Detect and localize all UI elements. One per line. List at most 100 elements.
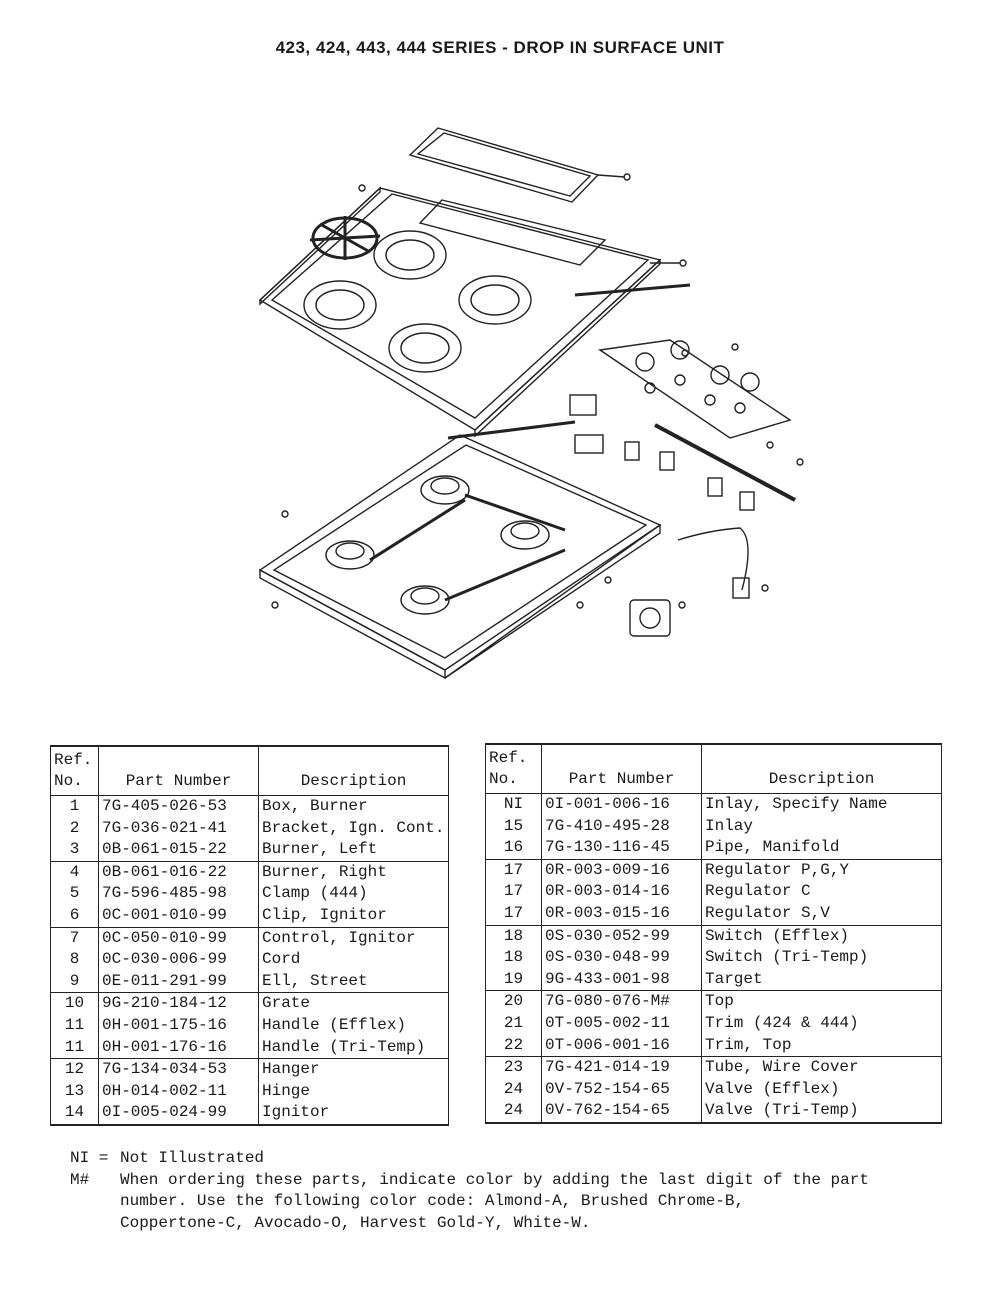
part-number-cell: 0T-005-002-11 [541,1012,702,1035]
description-cell: Burner, Right [258,860,449,884]
description-cell: Clip, Ignitor [258,904,449,928]
ref-cell: 2 [50,817,99,840]
description-cell: Box, Burner [258,795,449,818]
manifold-valves [569,394,796,511]
power-cord [677,527,750,599]
part-number-cell: 7G-130-116-45 [541,837,702,860]
col-description-header: Description [701,743,942,794]
part-number-cell: 0H-014-002-11 [98,1080,259,1103]
part-number-cell: 0R-003-014-16 [541,881,702,903]
col-part-number-header: Part Number [541,743,702,794]
description-cell: Trim (424 & 444) [701,1012,942,1035]
ref-cell: 5 [50,883,99,905]
part-number-cell: 0S-030-052-99 [541,924,702,948]
ref-cell: 1 [50,795,99,818]
description-cell: Hanger [258,1058,449,1081]
description-cell: Pipe, Manifold [701,837,942,860]
description-cell: Inlay [701,815,942,838]
part-number-cell: 0C-001-010-99 [98,904,259,928]
col-description-header: Description [258,745,449,796]
part-number-cell: 7G-134-034-53 [98,1058,259,1081]
part-number-cell: 7G-596-485-98 [98,883,259,905]
page-title: 423, 424, 443, 444 SERIES - DROP IN SURF… [275,38,725,57]
part-number-cell: 7G-036-021-41 [98,817,259,840]
ref-cell: 7 [50,926,99,950]
description-cell: Valve (Tri-Temp) [701,1100,942,1124]
ref-cell: 12 [50,1058,99,1081]
description-cell: Ignitor [258,1102,449,1126]
ref-cell: 15 [485,815,542,838]
col-part-number-header: Part Number [98,745,259,796]
description-cell: Handle (Tri-Temp) [258,1036,449,1059]
part-number-cell: 0C-030-006-99 [98,949,259,971]
ref-cell: 23 [485,1056,542,1079]
part-number-cell: 0R-003-015-16 [541,902,702,926]
ref-cell: 22 [485,1034,542,1057]
note-key: NI = [70,1149,109,1167]
ref-cell: 17 [485,858,542,882]
ref-cell: 17 [485,881,542,903]
description-cell: Burner, Left [258,839,449,862]
ref-cell: 18 [485,947,542,969]
ref-cell: 10 [50,992,99,1015]
description-cell: Valve (Efflex) [701,1078,942,1101]
description-cell: Regulator S,V [701,902,942,926]
part-number-cell: 0B-061-015-22 [98,839,259,862]
description-cell: Hinge [258,1080,449,1103]
part-number-cell: 0E-011-291-99 [98,970,259,993]
part-number-cell: 0V-752-154-65 [541,1078,702,1101]
footnotes: NI =Not Illustrated M#When ordering thes… [70,1148,869,1234]
part-number-cell: 7G-405-026-53 [98,795,259,818]
ref-cell: 24 [485,1078,542,1101]
part-number-cell: 7G-421-014-19 [541,1056,702,1079]
description-cell: Tube, Wire Cover [701,1056,942,1079]
description-cell: Target [701,968,942,991]
description-cell: Bracket, Ign. Cont. [258,817,449,840]
exploded-parts-diagram [258,127,804,680]
note-text: Coppertone-C, Avocado-O, Harvest Gold-Y,… [120,1213,591,1232]
part-number-cell: 0H-001-176-16 [98,1036,259,1059]
description-cell: Clamp (444) [258,883,449,905]
control-panel [598,339,792,439]
description-cell: Handle (Efflex) [258,1014,449,1037]
ref-cell: NI [485,793,542,816]
ref-cell: 20 [485,990,542,1013]
burners [325,475,566,615]
part-number-cell: 0C-050-010-99 [98,926,259,950]
description-cell: Switch (Efflex) [701,924,942,948]
ref-cell: 8 [50,949,99,971]
ref-cell: 18 [485,924,542,948]
description-cell: Regulator C [701,881,942,903]
ref-cell: 24 [485,1100,542,1124]
part-number-cell: 0S-030-048-99 [541,947,702,969]
part-number-cell: 0V-762-154-65 [541,1100,702,1124]
part-number-cell: 7G-410-495-28 [541,815,702,838]
ref-cell: 4 [50,860,99,884]
part-number-cell: 7G-080-076-M# [541,990,702,1013]
ref-cell: 14 [50,1102,99,1126]
col-ref-header: Ref. No. [485,743,542,794]
ref-cell: 17 [485,902,542,926]
description-cell: Control, Ignitor [258,926,449,950]
